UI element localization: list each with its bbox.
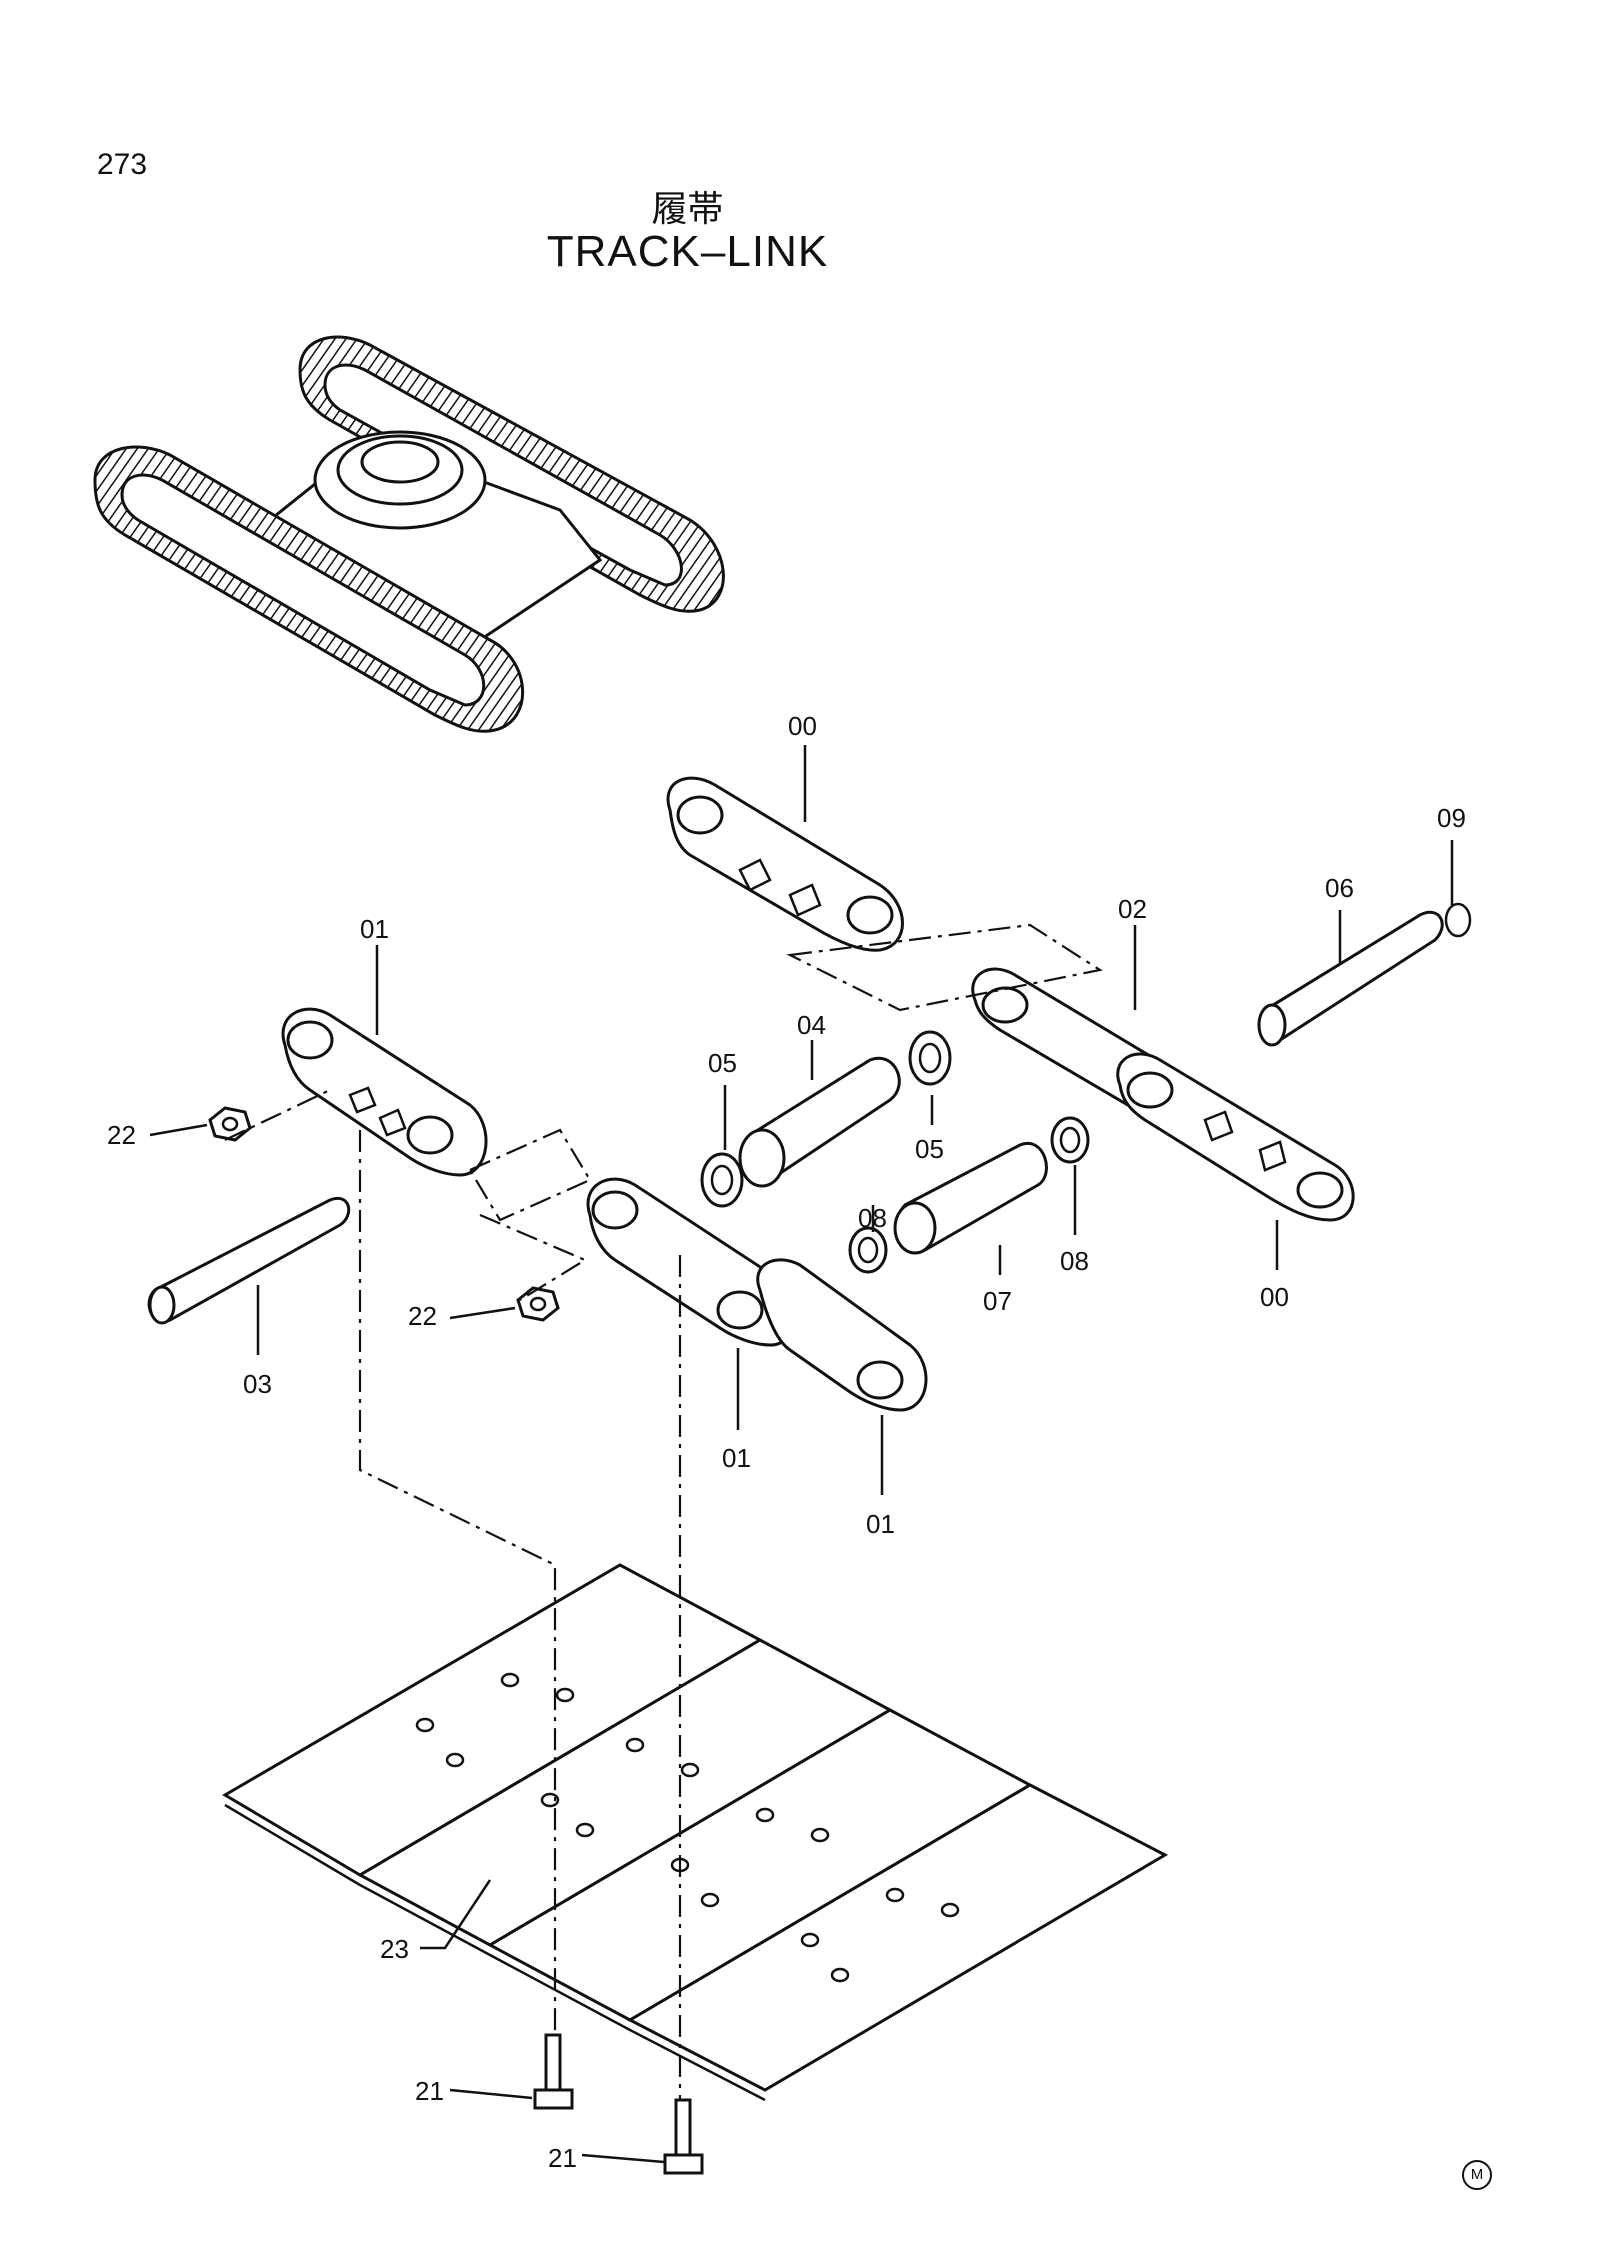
- callout-label: 22: [107, 1120, 136, 1150]
- link-02-00-right: [971, 967, 1355, 1222]
- master-link-00-top: [666, 776, 904, 952]
- track-shoes-23: [222, 1563, 1169, 2102]
- callout-label: 03: [243, 1369, 272, 1399]
- callout-label: 05: [915, 1134, 944, 1164]
- callout-label: 08: [858, 1203, 887, 1233]
- callout-label: 23: [380, 1934, 409, 1964]
- assembly-lines: [224, 923, 1103, 2100]
- callout-label: 01: [866, 1509, 895, 1539]
- callout-label: 00: [788, 711, 817, 741]
- callout-label: 01: [360, 914, 389, 944]
- title-japanese: 履帯: [651, 189, 724, 230]
- link-01-left: [281, 1007, 488, 1177]
- callout-label: 05: [708, 1048, 737, 1078]
- callout-label: 09: [1437, 803, 1466, 833]
- link-01-centre: [586, 1177, 928, 1412]
- undercarriage-overview: [93, 335, 725, 733]
- callout-label: 04: [797, 1010, 826, 1040]
- corner-mark: M: [1462, 2160, 1492, 2190]
- callout-labels: 00 01 09 06 02 04 05 22 05 08 08 07 00 0…: [107, 711, 1466, 2173]
- title-english: TRACK–LINK: [546, 227, 829, 276]
- callout-label: 01: [722, 1443, 751, 1473]
- callout-label: 07: [983, 1286, 1012, 1316]
- leader-lines: [149, 745, 1454, 2164]
- callout-label: 08: [1060, 1246, 1089, 1276]
- bolts-21: [533, 2033, 704, 2175]
- pins-bushings-seals: [147, 902, 1472, 1325]
- callout-label: 21: [548, 2143, 577, 2173]
- callout-label: 06: [1325, 873, 1354, 903]
- callout-label: 00: [1260, 1282, 1289, 1312]
- callout-label: 21: [415, 2076, 444, 2106]
- callout-label: 22: [408, 1301, 437, 1331]
- page-number: 273: [97, 148, 148, 181]
- callout-label: 02: [1118, 894, 1147, 924]
